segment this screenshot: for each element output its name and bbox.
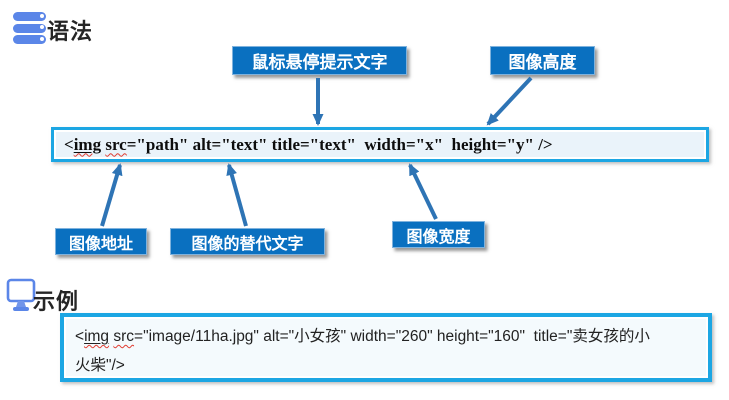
src-attr-token: src [113,328,135,345]
list-icon-dot [40,13,44,18]
label-image-height: 图像高度 [490,46,595,75]
list-icon-bar [13,35,46,44]
label-image-width-label: 图像宽度 [406,228,471,246]
syntax-code-rest: ="path" alt="text" title="text" width="x… [126,134,553,154]
monitor-icon [6,278,36,311]
arrow-src-label-to-src [100,163,123,227]
label-image-src: 图像地址 [55,228,147,255]
example-heading: 示例 [33,289,80,314]
list-icon-bar [13,12,46,21]
label-tooltip-text: 鼠标悬停提示文字 [232,46,407,75]
arrow-alt-label-to-alt [226,163,248,227]
src-attr-token: src [105,134,127,154]
example-code-box: <img src="image/11ha.jpg" alt="小女孩" widt… [60,313,712,382]
list-icon-dot [40,36,44,41]
syntax-heading: 语法 [47,19,94,44]
label-image-alt-label: 图像的替代文字 [191,235,304,253]
img-tag-token: img [84,328,110,345]
label-tooltip-text-label: 鼠标悬停提示文字 [251,53,388,72]
syntax-section-header: 语法 [47,14,93,46]
list-icon-dot [40,25,44,29]
syntax-code-line: <img src="path" alt="text" title="text" … [64,135,553,155]
monitor-base [13,307,29,311]
example-code-line-1: <img src="image/11ha.jpg" alt="小女孩" widt… [75,322,698,351]
example-code-line-2: 火柴"/> [75,357,125,374]
example-code-rest: ="image/11ha.jpg" alt="小女孩" width="260" … [134,328,650,345]
list-icon-bar [13,23,46,33]
monitor-stand [16,301,26,307]
label-image-src-label: 图像地址 [68,235,133,253]
example-section-header: 示例 [33,284,79,316]
list-icon [13,12,47,45]
arrow-width-label-to-width [408,163,438,220]
label-image-alt: 图像的替代文字 [170,228,325,255]
lt-symbol: < [64,134,74,154]
label-image-width: 图像宽度 [392,221,485,248]
img-tag-token: img [73,134,102,154]
lt-symbol: < [75,328,85,345]
syntax-code-box: <img src="path" alt="text" title="text" … [51,127,709,162]
label-image-height-label: 图像高度 [508,53,577,72]
arrow-height-label-to-height [486,76,533,126]
